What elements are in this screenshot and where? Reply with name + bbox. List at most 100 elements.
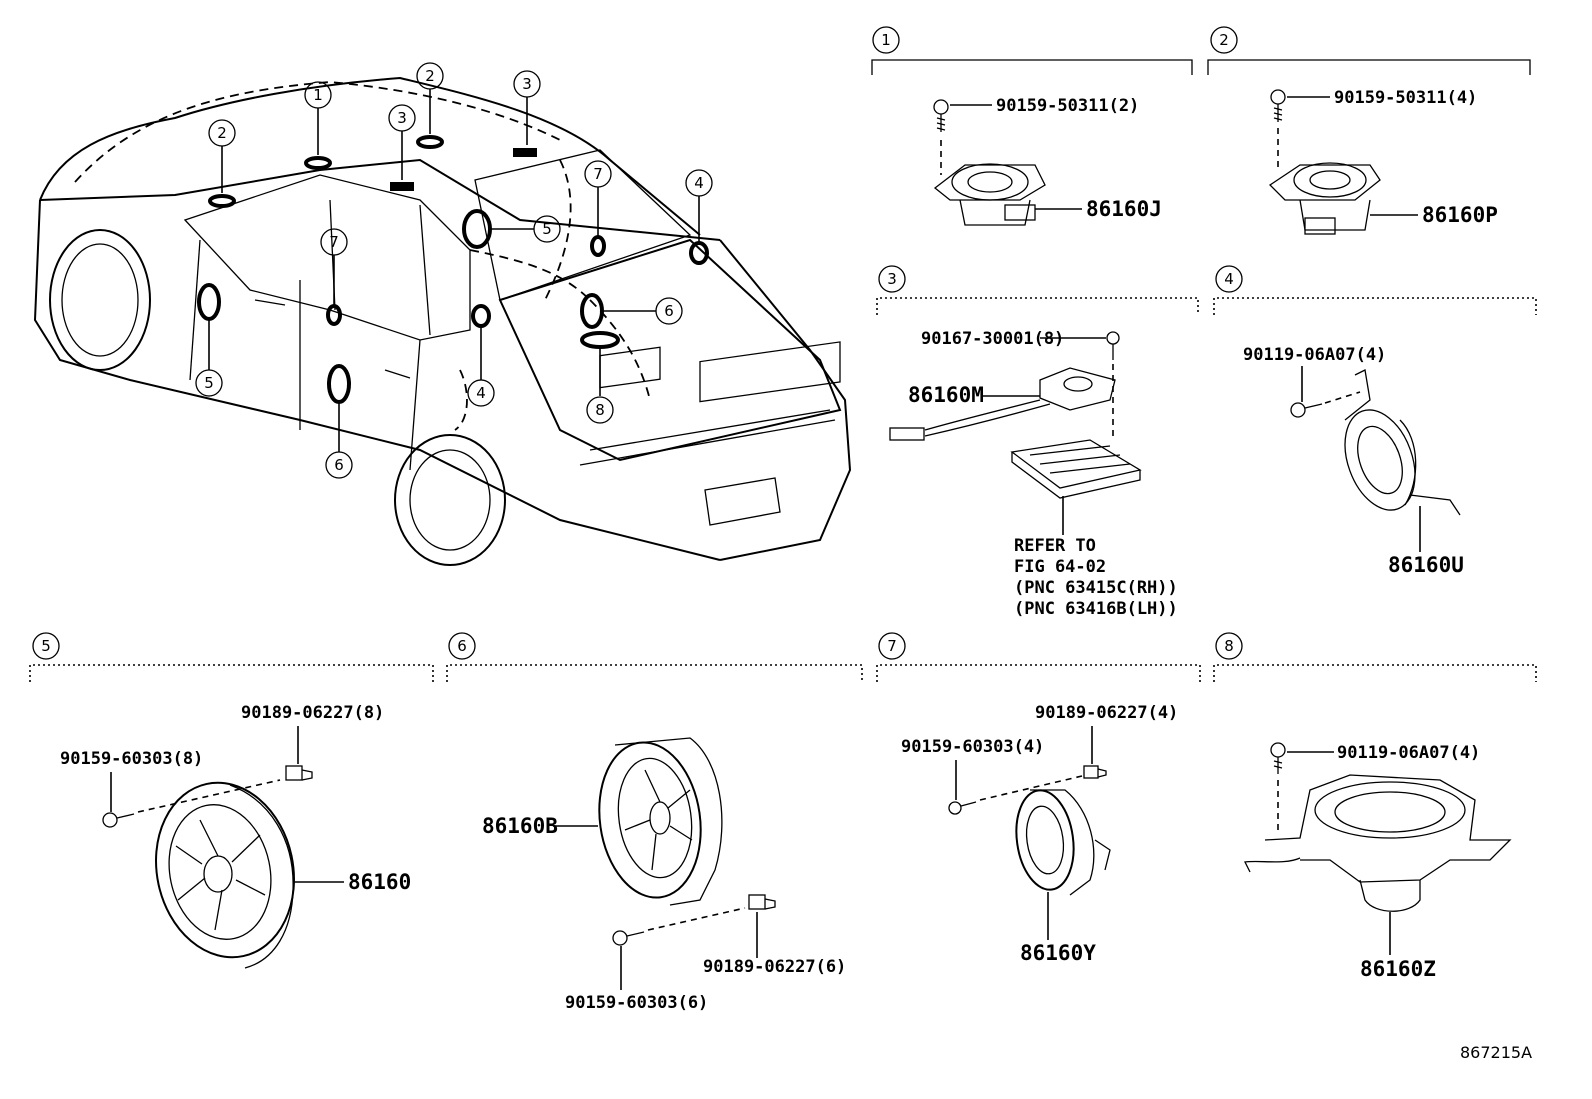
section-4-speaker: 90119-06A07(4) 86160U bbox=[1243, 345, 1464, 577]
section-5-door-speaker: 90189-06227(8) 90159-60303(8) 86160 bbox=[60, 703, 411, 969]
car-speaker-2-left bbox=[208, 194, 236, 208]
part-number: 90167-30001(8) bbox=[921, 329, 1064, 349]
part-number: 90159-50311(2) bbox=[996, 96, 1139, 116]
callout-marker: 6 bbox=[325, 451, 353, 479]
callout-marker: 6 bbox=[655, 297, 683, 325]
callout-marker: 2 bbox=[416, 62, 444, 90]
svg-text:4: 4 bbox=[476, 384, 486, 402]
car-speaker-7-right bbox=[590, 235, 606, 257]
svg-text:4: 4 bbox=[694, 174, 704, 192]
screw-icon bbox=[1290, 402, 1323, 418]
svg-text:5: 5 bbox=[542, 220, 552, 238]
screw-icon bbox=[948, 801, 977, 815]
screw-icon bbox=[102, 812, 135, 828]
clip-icon bbox=[1083, 765, 1107, 779]
car-speaker-1 bbox=[304, 156, 332, 170]
car-speaker-6-right bbox=[580, 293, 604, 329]
car-speaker-4-right bbox=[689, 241, 709, 265]
callout-marker: 5 bbox=[533, 215, 561, 243]
part-number: 86160P bbox=[1422, 203, 1498, 227]
svg-text:6: 6 bbox=[664, 302, 674, 320]
car-speaker-3-rear bbox=[513, 148, 537, 157]
part-number: 90159-60303(8) bbox=[60, 749, 203, 769]
part-number: 90159-50311(4) bbox=[1334, 88, 1477, 108]
svg-text:1: 1 bbox=[313, 86, 323, 104]
callout-marker: 4 bbox=[467, 379, 495, 407]
speaker-icon bbox=[1268, 162, 1381, 235]
speaker-icon bbox=[1344, 369, 1461, 516]
screw-icon bbox=[1106, 331, 1120, 360]
screw-icon bbox=[1270, 89, 1286, 122]
clip-icon bbox=[285, 765, 313, 781]
diagram-id: 867215A bbox=[1460, 1043, 1532, 1062]
car-speaker-2-right bbox=[416, 135, 444, 149]
part-number: 90159-60303(6) bbox=[565, 993, 708, 1013]
car-illustration bbox=[33, 76, 852, 566]
callout-marker: 7 bbox=[584, 160, 612, 188]
part-number: 90189-06227(6) bbox=[703, 957, 846, 977]
car-speaker-8 bbox=[580, 331, 620, 349]
screw-icon bbox=[1270, 742, 1286, 774]
part-number: 86160Z bbox=[1360, 957, 1436, 981]
svg-text:6: 6 bbox=[334, 456, 344, 474]
callout-marker: 7 bbox=[320, 228, 348, 256]
callout-marker: 2 bbox=[208, 119, 236, 147]
part-number: 86160Y bbox=[1020, 941, 1096, 965]
svg-text:2: 2 bbox=[1219, 31, 1229, 49]
svg-text:3: 3 bbox=[397, 109, 407, 127]
refer-line: FIG 64-02 bbox=[1014, 557, 1106, 577]
callout-marker: 8 bbox=[586, 396, 614, 424]
car-speaker-3-front bbox=[390, 182, 414, 191]
section-8-subwoofer: 90119-06A07(4) 86160Z bbox=[1244, 742, 1512, 981]
speaker-icon bbox=[598, 737, 723, 906]
refer-line: (PNC 63416B(LH)) bbox=[1014, 599, 1178, 619]
car-speaker-5-right bbox=[462, 209, 492, 249]
svg-text:1: 1 bbox=[881, 31, 891, 49]
svg-text:3: 3 bbox=[522, 75, 532, 93]
car-speaker-5-left bbox=[197, 283, 221, 321]
part-number: 86160 bbox=[348, 870, 411, 894]
callout-marker: 3 bbox=[513, 70, 541, 98]
screw-icon bbox=[933, 99, 949, 132]
bracket-icon bbox=[1010, 439, 1142, 499]
speaker-icon bbox=[1015, 789, 1111, 896]
callout-marker: 4 bbox=[685, 169, 713, 197]
car-callouts: 1 2 2 3 3 4 4 5 5 6 6 7 7 8 bbox=[195, 62, 713, 479]
svg-text:5: 5 bbox=[41, 637, 51, 655]
svg-text:8: 8 bbox=[595, 401, 605, 419]
svg-text:3: 3 bbox=[887, 270, 897, 288]
car-speaker-4-left bbox=[471, 304, 491, 328]
speaker-icon bbox=[1244, 774, 1512, 912]
svg-text:6: 6 bbox=[457, 637, 467, 655]
svg-text:7: 7 bbox=[593, 165, 603, 183]
section-2-tweeter: 90159-50311(4) 86160P bbox=[1268, 88, 1498, 235]
part-number: 90189-06227(8) bbox=[241, 703, 384, 723]
part-number: 90189-06227(4) bbox=[1035, 703, 1178, 723]
callout-marker: 3 bbox=[388, 104, 416, 132]
section-6-door-speaker: 86160B 90189-06227(6) 90159-60303(6) bbox=[482, 737, 846, 1013]
part-number: 86160J bbox=[1086, 197, 1162, 221]
callout-marker: 5 bbox=[195, 369, 223, 397]
svg-text:5: 5 bbox=[204, 374, 214, 392]
section-7-speaker: 90189-06227(4) 90159-60303(4) 86160Y bbox=[901, 703, 1178, 965]
svg-text:4: 4 bbox=[1224, 270, 1234, 288]
part-number: 86160M bbox=[908, 383, 984, 407]
car-speaker-7-left bbox=[326, 304, 342, 326]
refer-line: (PNC 63415C(RH)) bbox=[1014, 578, 1178, 598]
car-speaker-6-left bbox=[327, 364, 351, 404]
clip-icon bbox=[748, 894, 776, 910]
section-1-tweeter: 90159-50311(2) 86160J bbox=[933, 96, 1162, 226]
part-number: 90119-06A07(4) bbox=[1243, 345, 1386, 365]
section-headers: 1 2 3 4 5 6 7 8 bbox=[29, 26, 1537, 682]
speaker-icon bbox=[933, 163, 1046, 226]
refer-line: REFER TO bbox=[1014, 536, 1096, 556]
svg-text:7: 7 bbox=[887, 637, 897, 655]
part-number: 90159-60303(4) bbox=[901, 737, 1044, 757]
svg-text:2: 2 bbox=[425, 67, 435, 85]
part-number: 86160B bbox=[482, 814, 558, 838]
section-3-center-speaker: 90167-30001(8) 86160M REFER TO FIG 64-02… bbox=[889, 329, 1178, 619]
part-number: 90119-06A07(4) bbox=[1337, 743, 1480, 763]
callout-marker: 1 bbox=[304, 81, 332, 109]
